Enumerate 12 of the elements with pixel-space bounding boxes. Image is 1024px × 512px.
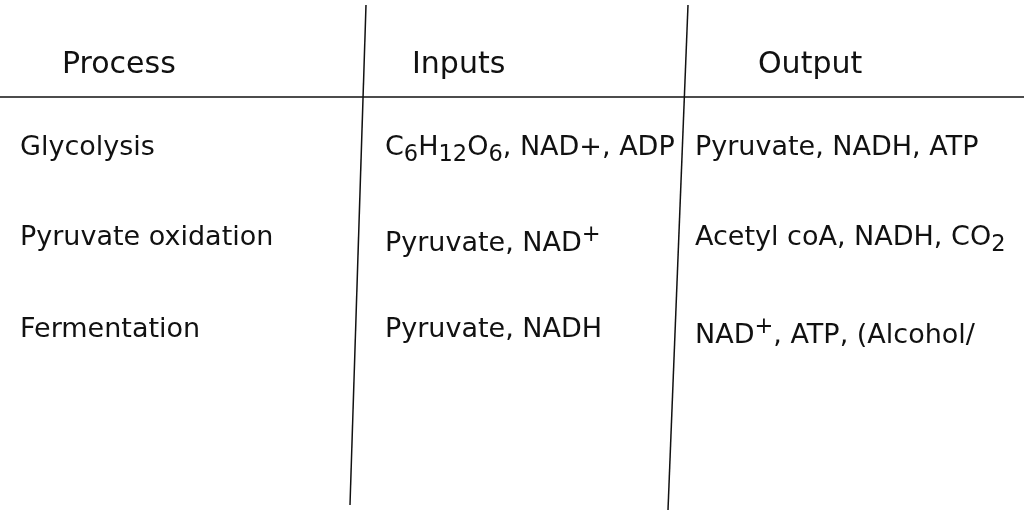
table-cell: Glycolysis — [20, 130, 155, 163]
table-cell: Acetyl coA, NADH, CO$_{2}$ — [695, 220, 1006, 258]
column-header: Inputs — [412, 45, 506, 81]
table-cell: C$_{6}$H$_{12}$O$_{6}$, NAD+, ADP — [385, 130, 675, 168]
table-cell: NAD$^{+}$, ATP, (Alcohol/ — [695, 312, 975, 351]
column-header: Process — [62, 45, 176, 81]
table-cell: Pyruvate oxidation — [20, 220, 274, 253]
table-cell: Pyruvate, NAD$^{+}$ — [385, 220, 601, 259]
column-header: Output — [758, 45, 863, 81]
table-cell: Fermentation — [20, 312, 201, 345]
table-cell: Pyruvate, NADH — [385, 312, 603, 345]
table-cell: Pyruvate, NADH, ATP — [695, 130, 979, 163]
